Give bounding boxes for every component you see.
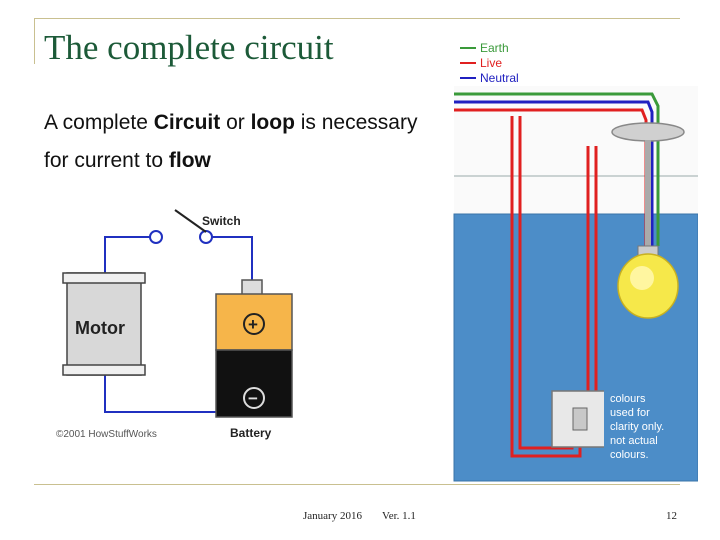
body-text-part: is necessary for current to: [44, 111, 418, 172]
switch-label: Switch: [202, 214, 241, 228]
body-text-flow: flow: [168, 149, 211, 172]
circuit-wire-bottom: [104, 375, 218, 413]
bulb-glow: [630, 266, 654, 290]
switch-terminal-right: [199, 230, 213, 244]
body-text-loop: loop: [250, 111, 295, 134]
slide-frame-top-border: [34, 18, 680, 19]
circuit-wire-top-right: [210, 236, 253, 282]
wall-shade: [453, 213, 698, 482]
ceiling-rose: [611, 122, 685, 142]
legend-live-label: Live: [480, 56, 502, 70]
slide-body-text: A complete Circuit or loop is necessary …: [44, 104, 444, 180]
legend-neutral-label: Neutral: [480, 71, 519, 85]
footer-divider: [34, 484, 680, 485]
neutral-wire: [454, 100, 654, 246]
footer-page-number: 12: [666, 510, 677, 522]
slide-frame-left-border: [34, 18, 35, 64]
circuit-wire-top-left: [104, 236, 158, 275]
battery-minus-sign: −: [248, 389, 258, 408]
switch-terminal-left: [149, 230, 163, 244]
battery-bottom: [215, 349, 293, 418]
motor-body: [66, 272, 142, 376]
battery-minus-circle: [243, 387, 265, 409]
note-line: used for: [610, 407, 650, 419]
copyright-text: ©2001 HowStuffWorks: [56, 429, 157, 440]
house-circuit-diagram: Earth Live Neutral colours used for clar…: [453, 41, 698, 482]
legend-earth-label: Earth: [480, 41, 509, 55]
body-text-circuit: Circuit: [153, 111, 221, 134]
circuit-diagram: Switch Motor + − Battery ©2001 HowStuffW…: [56, 209, 293, 440]
light-switch-rocker: [572, 407, 588, 431]
earth-wire: [454, 92, 660, 246]
note-box: [604, 386, 694, 468]
battery-plus-circle: [243, 313, 265, 335]
slide-title: The complete circuit: [44, 28, 334, 67]
motor-cap-bottom: [62, 364, 146, 376]
body-text-part: A complete: [44, 111, 154, 134]
motor-label: Motor: [75, 318, 125, 338]
note-line: not actual: [610, 435, 658, 447]
ceiling: [454, 86, 698, 214]
footer-date: January 2016: [303, 510, 362, 522]
footer-version: Ver. 1.1: [382, 510, 416, 522]
battery-plus-sign: +: [248, 315, 258, 334]
note-line: colours.: [610, 449, 649, 461]
note-line: clarity only.: [610, 421, 664, 433]
note-line: colours: [610, 393, 646, 405]
motor-cap-top: [62, 272, 146, 284]
battery-label: Battery: [230, 426, 272, 440]
body-text-part: or: [220, 111, 251, 134]
battery-top: [215, 293, 293, 351]
switch-lever: [174, 209, 207, 233]
